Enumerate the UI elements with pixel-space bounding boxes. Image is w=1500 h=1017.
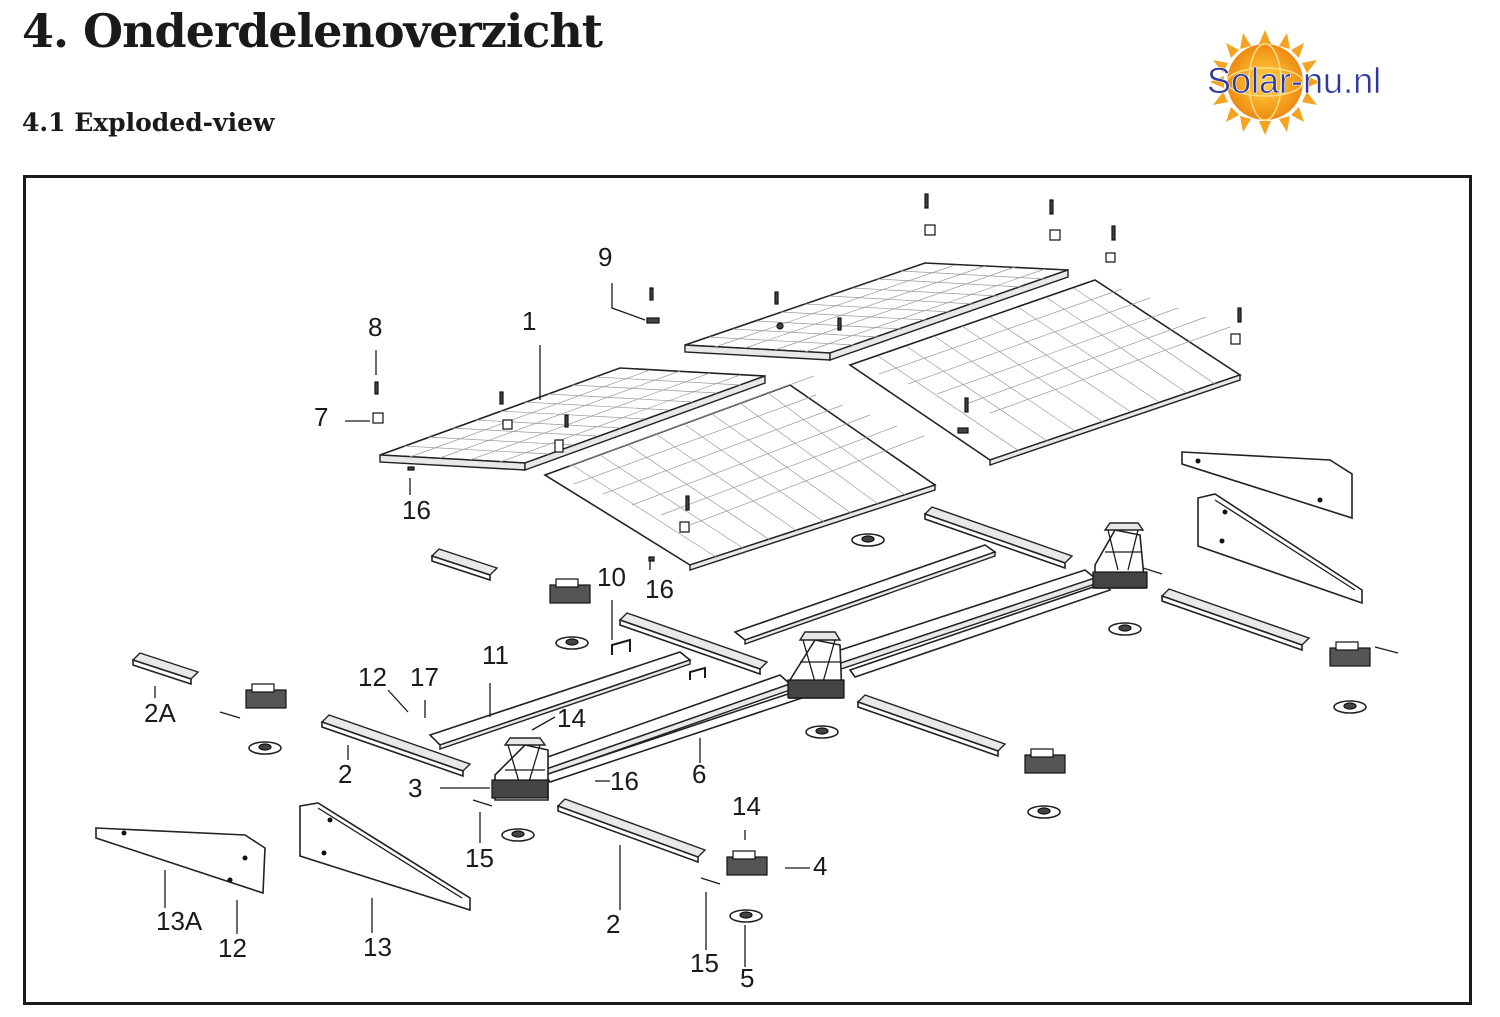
callout-12: 12: [218, 933, 247, 963]
callout-13A: 13A: [156, 906, 203, 936]
side-bracket-13A: [95, 827, 266, 895]
callout-8: 8: [368, 312, 382, 342]
logo-text: Solar-nu.nl: [1207, 60, 1381, 101]
callout-6: 6: [692, 759, 706, 789]
callout-11: 11: [482, 640, 509, 670]
base-beams: [428, 544, 1112, 783]
side-bracket: [1181, 451, 1353, 520]
callout-2A: 2A: [144, 698, 176, 728]
callout-9: 9: [598, 242, 612, 272]
side-bracket-13: [299, 802, 471, 912]
side-bracket: [1197, 493, 1363, 605]
connector-pins: [219, 567, 1399, 885]
callout-2: 2: [606, 909, 620, 939]
callout-16: 16: [610, 766, 639, 796]
callout-17: 17: [410, 662, 439, 692]
diagram-frame: [23, 175, 1472, 1005]
mounting-rails: [131, 506, 1311, 864]
solar-panel: [543, 375, 937, 571]
page-title: 4. Onderdelenoverzicht: [22, 4, 603, 58]
solar-panel: [684, 262, 1069, 361]
callout-15: 15: [465, 843, 494, 873]
callout-1: 1: [522, 306, 536, 336]
section-subtitle: 4.1 Exploded-view: [22, 108, 275, 137]
base-feet: [248, 533, 1367, 923]
callout-14: 14: [732, 791, 761, 821]
panel-clamp-bolts: [372, 193, 1242, 562]
leader-lines: [154, 283, 810, 967]
callout-5: 5: [740, 963, 754, 993]
callout-2: 2: [338, 759, 352, 789]
pivot-mount: [787, 631, 845, 699]
solar-panel: [379, 367, 766, 471]
callout-12: 12: [358, 662, 387, 692]
sun-icon: [1210, 30, 1320, 135]
end-clamp: [245, 578, 1371, 876]
callout-16: 16: [402, 495, 431, 525]
solar-nu-logo: Solar-nu.nl: [1207, 30, 1381, 135]
callout-4: 4: [813, 851, 827, 881]
pivot-mount: [491, 737, 549, 801]
callout-10: 10: [597, 562, 626, 592]
solar-panel: [848, 279, 1242, 466]
callout-16: 16: [645, 574, 674, 604]
callout-15: 15: [690, 948, 719, 978]
callout-7: 7: [314, 402, 328, 432]
callout-13: 13: [363, 932, 392, 962]
pivot-mount: [1092, 522, 1148, 589]
callout-14: 14: [557, 703, 586, 733]
callout-3: 3: [408, 773, 422, 803]
